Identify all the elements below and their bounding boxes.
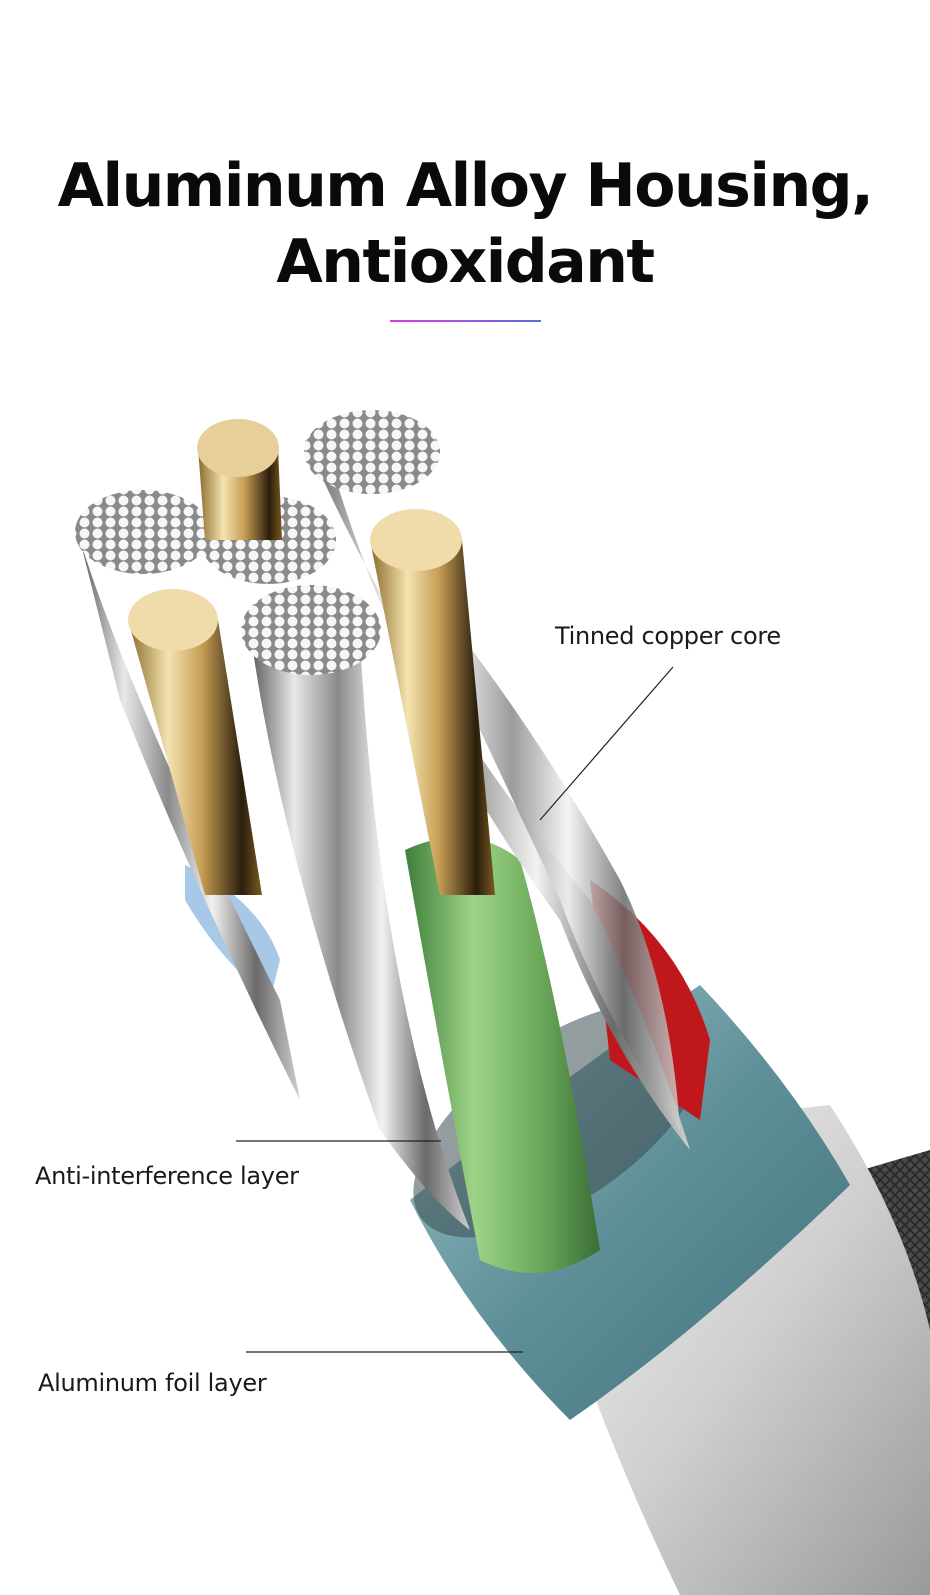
- headline-line-2: Antioxidant: [276, 227, 655, 297]
- aluminum-foil-tube: [410, 985, 850, 1420]
- anti-interference-layer-label: Anti-interference layer: [35, 1162, 299, 1190]
- strand-bundle-2: [250, 630, 470, 1230]
- gold-core-left-body: [128, 620, 262, 895]
- strand-end-4: [241, 585, 381, 675]
- gold-core-right-tip: [370, 509, 462, 571]
- title-divider: [390, 320, 541, 322]
- strand-end-1: [75, 490, 211, 574]
- gold-core-right-body: [370, 540, 495, 895]
- gold-core-left-tip: [128, 589, 218, 651]
- strand-end-3: [304, 410, 440, 494]
- headline: Aluminum Alloy Housing, Antioxidant: [0, 148, 930, 300]
- core-leader-line: [539, 666, 674, 821]
- tinned-copper-core-label: Tinned copper core: [555, 622, 781, 650]
- green-insulation: [405, 837, 600, 1273]
- headline-line-1: Aluminum Alloy Housing,: [57, 151, 874, 221]
- aluminum-foil-layer-label: Aluminum foil layer: [38, 1369, 267, 1397]
- gold-core-back-tip: [197, 419, 279, 477]
